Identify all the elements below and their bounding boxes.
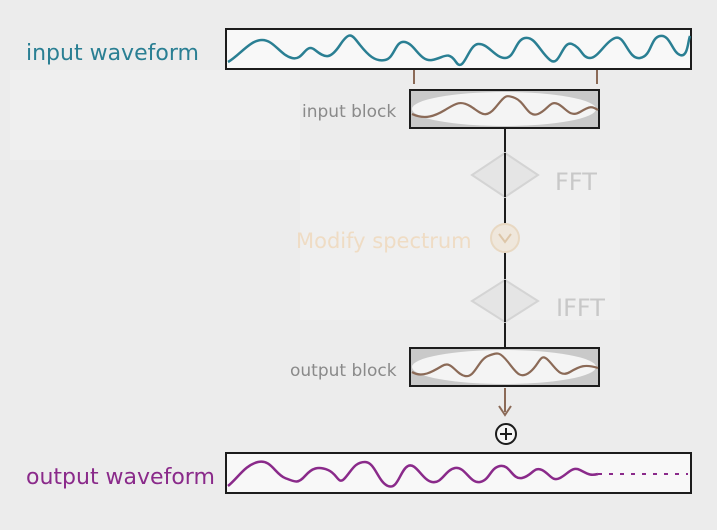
modify-spectrum-label: Modify spectrum bbox=[296, 229, 472, 253]
input-block-wave bbox=[411, 95, 599, 119]
output-block-window bbox=[412, 350, 596, 384]
background-panel bbox=[300, 160, 620, 320]
modify-spectrum-chevron-icon bbox=[498, 233, 512, 244]
input-waveform-box bbox=[225, 28, 692, 70]
output-waveform-line bbox=[227, 460, 599, 488]
input-waveform-line bbox=[227, 34, 692, 66]
input-block-window bbox=[412, 92, 596, 126]
ifft-label: IFFT bbox=[556, 294, 605, 322]
output-waveform-label: output waveform bbox=[26, 465, 215, 490]
arrow-head-icon bbox=[498, 405, 512, 417]
output-block-wave bbox=[411, 352, 599, 378]
input-waveform-label: input waveform bbox=[26, 41, 199, 66]
output-block-label: output block bbox=[290, 361, 397, 381]
input-block-label: input block bbox=[302, 102, 396, 122]
modify-spectrum-node bbox=[490, 223, 520, 253]
fft-label: FFT bbox=[555, 168, 597, 196]
output-waveform-box bbox=[225, 452, 692, 494]
background-panel bbox=[10, 70, 300, 160]
